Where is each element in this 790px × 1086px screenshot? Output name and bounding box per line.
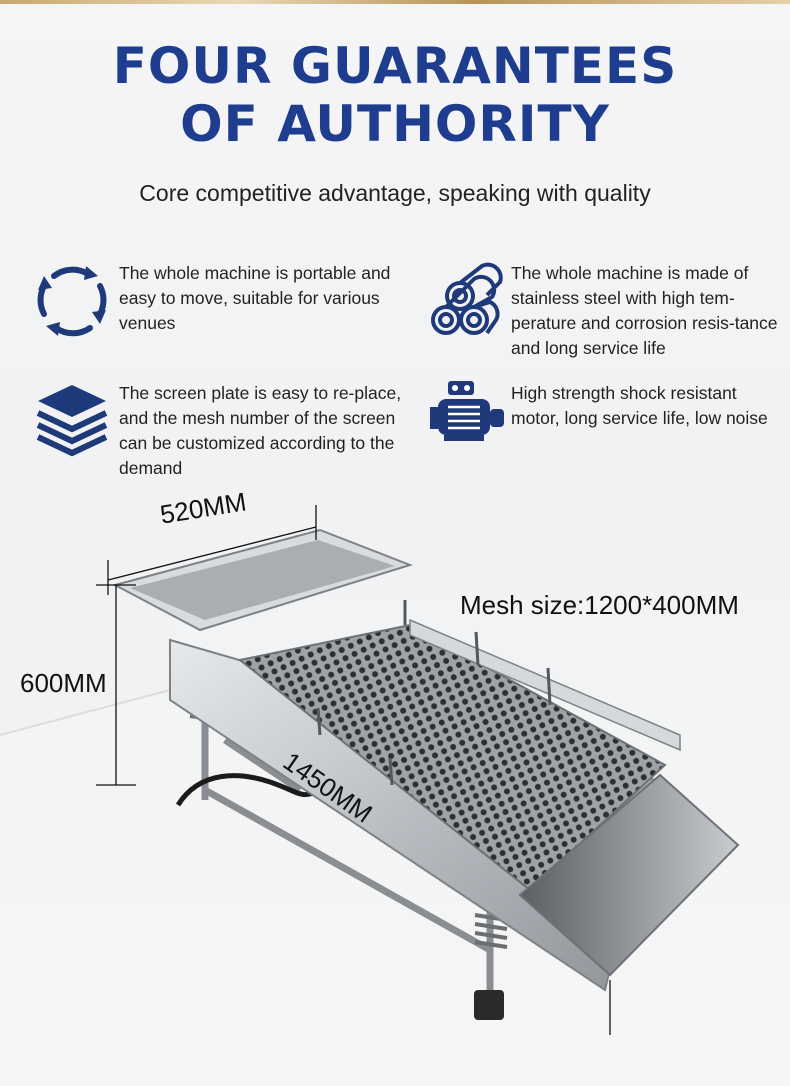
steel-pipes-icon bbox=[431, 262, 503, 335]
rotate-arrows-icon bbox=[37, 266, 107, 337]
feature-stainless-steel: The whole machine is made of stainless s… bbox=[511, 263, 778, 358]
mesh-size-prefix: Mesh size: bbox=[460, 590, 585, 620]
feature-motor: High strength shock resistant motor, lon… bbox=[511, 383, 768, 428]
page-title-line1: FOUR GUARANTEES bbox=[112, 37, 678, 95]
feature-screen-plate: The screen plate is easy to re-place, an… bbox=[119, 383, 402, 478]
page-subtitle: Core competitive advantage, speaking wit… bbox=[139, 180, 651, 206]
mesh-size-value: 1200*400MM bbox=[584, 590, 739, 620]
stacked-layers-icon bbox=[36, 385, 108, 457]
page-title-line2: OF AUTHORITY bbox=[180, 95, 610, 153]
mesh-size-label: Mesh size:1200*400MM bbox=[460, 590, 739, 621]
height-dimension-label: 600MM bbox=[20, 668, 107, 698]
feature-portable: The whole machine is portable and easy t… bbox=[119, 263, 391, 333]
decorative-gold-strip bbox=[0, 0, 790, 4]
vibrating-screen-machine-image bbox=[0, 480, 740, 1035]
motor-icon bbox=[430, 381, 504, 441]
